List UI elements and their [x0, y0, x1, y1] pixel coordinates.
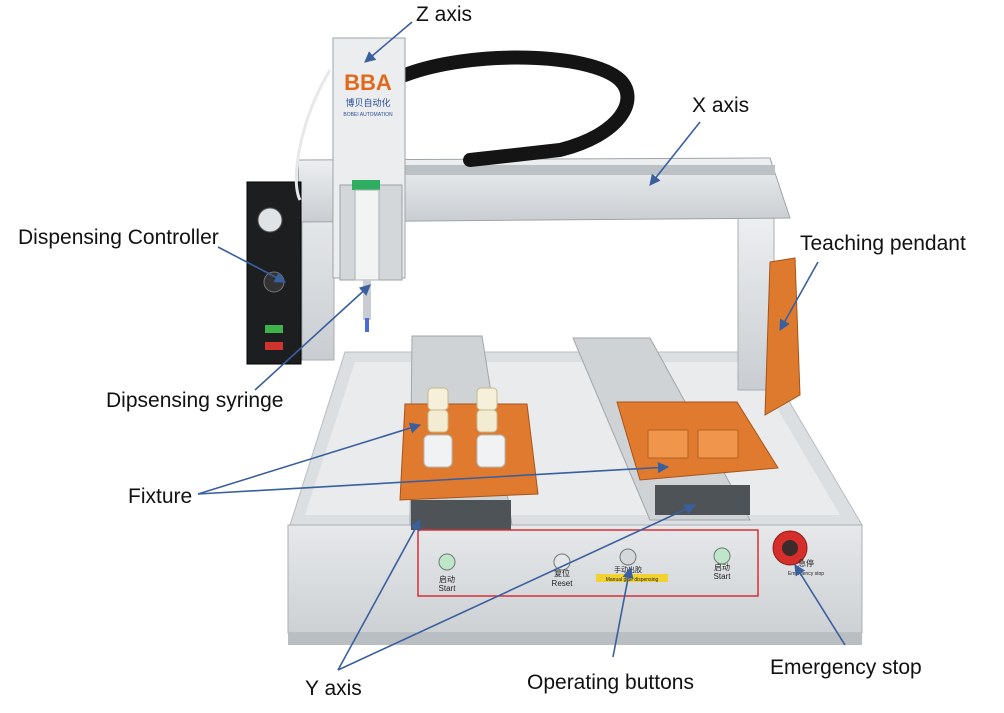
logo-en: BOBEI AUTOMATION [343, 112, 393, 118]
pressure-gauge [257, 207, 283, 233]
label-teaching-pendant: Teaching pendant [800, 232, 966, 255]
label-emergency-stop: Emergency stop [770, 656, 922, 679]
y-slider-right [655, 485, 750, 515]
base-foot [288, 633, 862, 645]
air-hose [294, 69, 332, 201]
controller-knob [263, 271, 285, 293]
controller-green-button [265, 325, 283, 333]
button-en: Manual glue dispensing [606, 577, 659, 583]
button-en: Start [439, 584, 457, 593]
arrow-syringe [254, 284, 371, 391]
arrow-teaching-pendant [779, 261, 819, 331]
logo: BBA [344, 70, 392, 95]
button-cn: 启动 [714, 562, 730, 572]
arrow-emergency-stop [794, 564, 846, 646]
logo-cn: 博贝自动化 [345, 97, 390, 108]
label-dispensing-controller: Dispensing Controller [18, 226, 219, 249]
fixture-left [399, 403, 539, 501]
button-light [553, 553, 571, 571]
estop-inner [782, 540, 798, 556]
fixture-parts [423, 387, 506, 468]
label-y-axis: Y axis [305, 677, 362, 700]
y-slider-left [411, 500, 511, 530]
panel-button-start-1: 启动 Start [438, 553, 457, 593]
label-z-axis: Z axis [416, 3, 473, 26]
label-operating-buttons: Operating buttons [527, 671, 694, 694]
arrow-y-axis-right [337, 504, 697, 671]
label-x-axis: X axis [692, 94, 750, 117]
arrow-operating-buttons [612, 566, 634, 658]
base-front [287, 524, 863, 634]
beam-rail [405, 165, 775, 175]
button-cn: 复位 [554, 568, 570, 578]
syringe-needle [365, 318, 369, 332]
syringe-barrel [354, 189, 380, 281]
arrow-x-axis [649, 121, 701, 186]
callout-arrows [197, 21, 846, 671]
arrow-fixture-left [197, 422, 422, 495]
part [427, 409, 449, 433]
arrow-y-axis-left [337, 519, 421, 671]
button-en: Reset [552, 579, 574, 588]
button-cn: 启动 [439, 574, 455, 584]
arrow-dispensing-controller [217, 246, 286, 283]
estop-en: Emergency stop [788, 571, 824, 577]
button-cn: 手动出胶 [614, 565, 642, 574]
fixture-right-pocket-2 [697, 429, 739, 459]
operating-buttons-box [417, 529, 759, 597]
button-light [713, 547, 731, 565]
button-light [438, 553, 456, 571]
button-light [619, 548, 637, 566]
syringe-cap [352, 180, 380, 190]
machine-photo: BBA 博贝自动化 BOBEI AUTOMATION [246, 37, 863, 645]
emergency-stop-button: 急停 Emergency stop [772, 530, 824, 577]
part [423, 434, 453, 468]
panel-button-start-2: 启动 Start [713, 547, 732, 581]
button-en: Start [714, 572, 732, 581]
controller-red-button [265, 342, 283, 350]
syringe-tip [363, 280, 371, 320]
part [476, 434, 506, 468]
part [476, 409, 498, 433]
arrow-z-axis [364, 21, 413, 63]
arrow-fixture-right [197, 461, 670, 495]
part [476, 387, 498, 411]
estop-cn: 急停 [798, 558, 814, 568]
cable-chain [398, 50, 635, 167]
part [427, 387, 449, 411]
label-fixture: Fixture [128, 485, 193, 508]
label-dispensing-syringe: Dipsensing syringe [106, 389, 284, 412]
teaching-pendant [764, 257, 801, 416]
fixture-right-pocket-1 [647, 429, 689, 459]
panel-button-reset: 复位 Reset [552, 553, 574, 588]
